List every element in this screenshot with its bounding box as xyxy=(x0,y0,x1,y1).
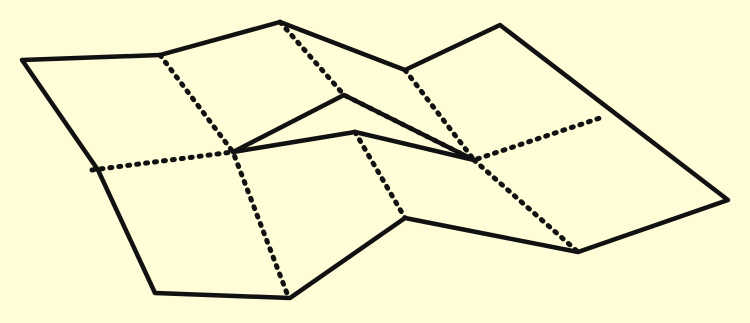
background xyxy=(0,0,750,323)
diagram-canvas xyxy=(0,0,750,323)
folded-paper-diagram xyxy=(0,0,750,323)
